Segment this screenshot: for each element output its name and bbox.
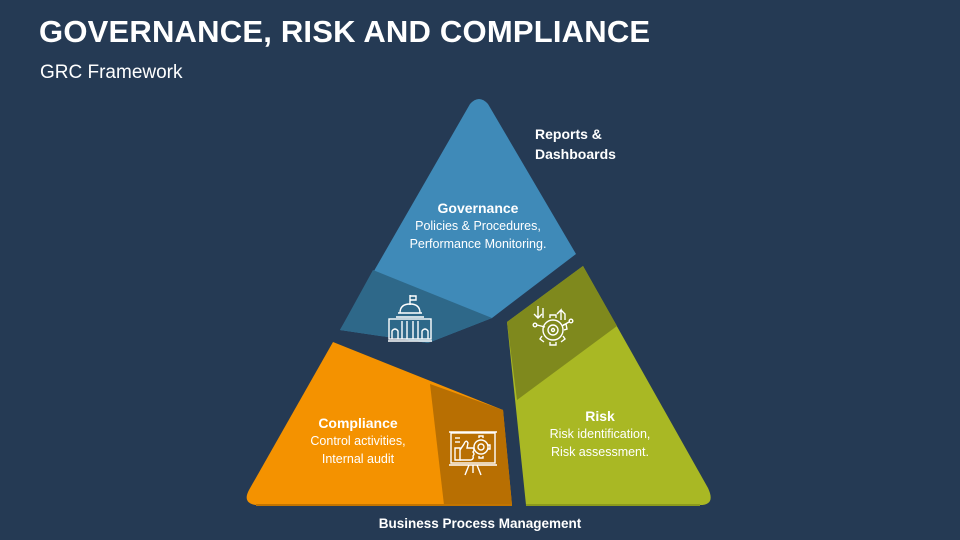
compliance-segment xyxy=(246,342,512,506)
reports-dashboards-label: Reports & Dashboards xyxy=(535,124,616,164)
page-title: GOVERNANCE, RISK AND COMPLIANCE xyxy=(39,14,651,49)
compliance-line-2: Internal audit xyxy=(321,452,395,466)
risk-line-2: Risk assessment. xyxy=(551,445,649,459)
risk-heading: Risk xyxy=(585,408,615,424)
compliance-text: Compliance Control activities, Internal … xyxy=(280,414,436,468)
compliance-line-1: Control activities, xyxy=(310,434,406,448)
reports-label-line-2: Dashboards xyxy=(535,146,616,162)
reports-label-line-1: Reports & xyxy=(535,126,602,142)
governance-segment xyxy=(340,99,576,343)
capitol-building-icon xyxy=(388,295,432,342)
risk-text: Risk Risk identification, Risk assessmen… xyxy=(530,407,670,461)
gear-arrows-icon xyxy=(532,306,574,346)
presentation-board-gear-icon xyxy=(449,431,497,476)
page-subtitle: GRC Framework xyxy=(40,62,183,83)
governance-line-1: Policies & Procedures, xyxy=(415,219,541,233)
risk-line-1: Risk identification, xyxy=(549,427,651,441)
business-process-management-label: Business Process Management xyxy=(378,516,582,531)
governance-text: Governance Policies & Procedures, Perfor… xyxy=(378,199,578,253)
risk-segment xyxy=(507,266,711,506)
compliance-heading: Compliance xyxy=(318,415,398,431)
governance-heading: Governance xyxy=(437,200,519,216)
governance-line-2: Performance Monitoring. xyxy=(409,237,547,251)
